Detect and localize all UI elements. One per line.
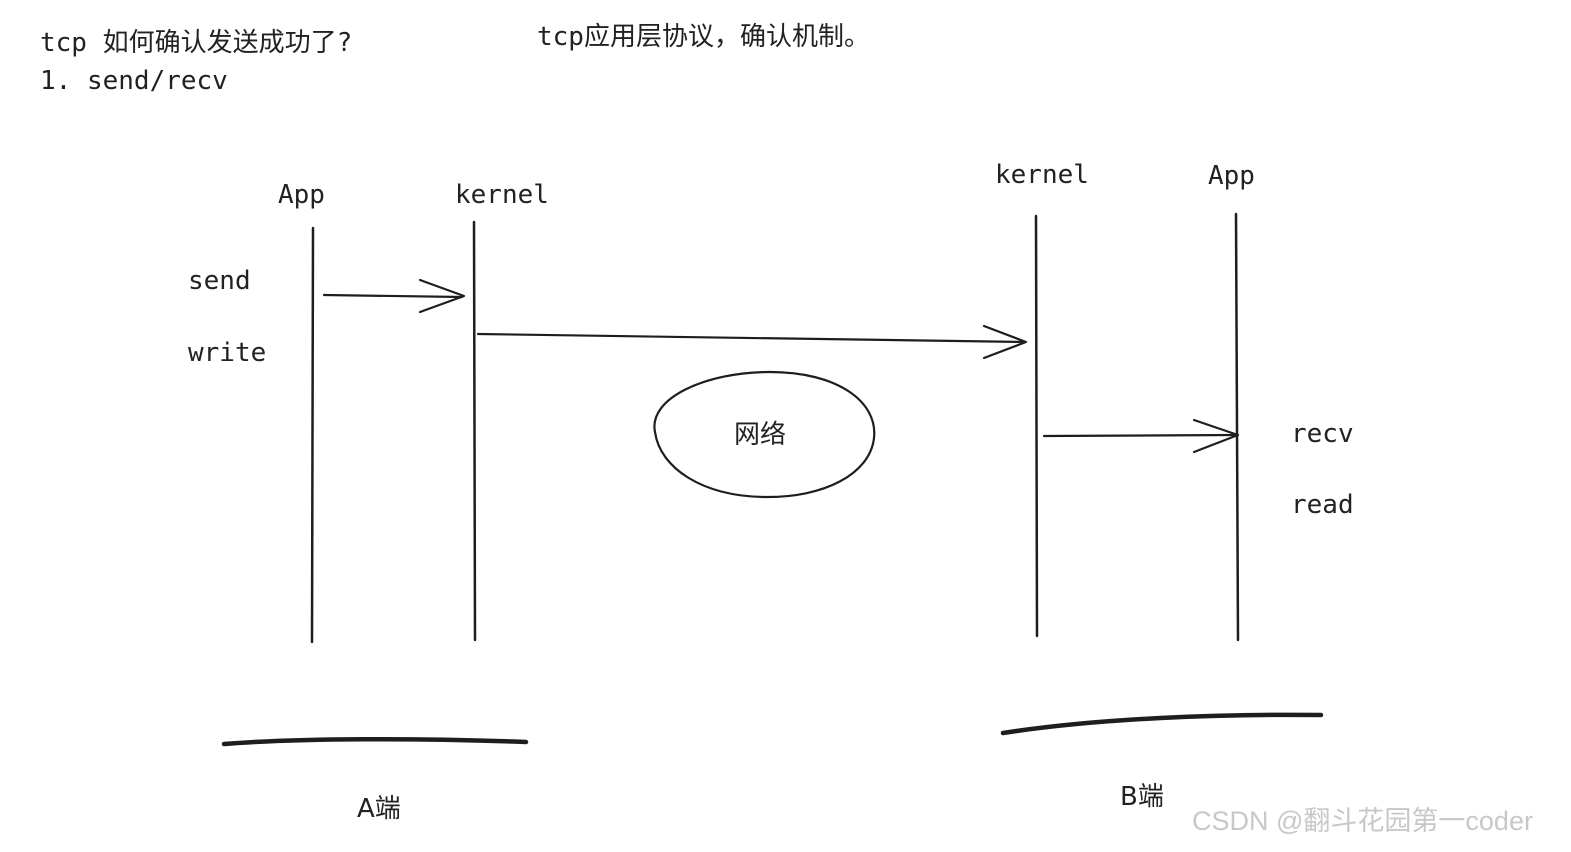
side-a-call-send: send xyxy=(188,266,251,296)
csdn-watermark: CSDN @翻斗花园第一coder xyxy=(1192,806,1533,836)
network-ellipse xyxy=(653,370,876,499)
network-label: 网络 xyxy=(734,420,787,450)
side-a-kernel-label: kernel xyxy=(455,180,549,210)
side-b-label: B端 xyxy=(1120,782,1164,812)
underline-side-a xyxy=(221,736,529,747)
underline-side-b xyxy=(1000,712,1324,736)
side-b-app-label: App xyxy=(1208,161,1255,191)
step-line: 1. send/recv xyxy=(40,66,228,96)
lifeline-a-kernel xyxy=(472,220,477,642)
arrow-send-to-kernel xyxy=(322,278,466,314)
side-a-call-write: write xyxy=(188,338,267,368)
side-b-kernel-label: kernel xyxy=(995,160,1089,190)
side-a-app-label: App xyxy=(278,180,325,210)
lifeline-b-kernel xyxy=(1034,214,1039,638)
lifeline-a-app xyxy=(310,226,315,644)
arrow-kernel-to-kernel xyxy=(476,324,1028,360)
lifeline-b-app xyxy=(1234,212,1240,642)
side-b-call-recv: recv xyxy=(1291,419,1354,449)
side-b-call-read: read xyxy=(1291,490,1354,520)
arrow-kernel-to-recv xyxy=(1042,418,1240,454)
title-line: tcp 如何确认发送成功了? xyxy=(40,28,353,58)
top-note: tcp应用层协议，确认机制。 xyxy=(537,22,870,52)
side-a-label: A端 xyxy=(357,794,401,824)
